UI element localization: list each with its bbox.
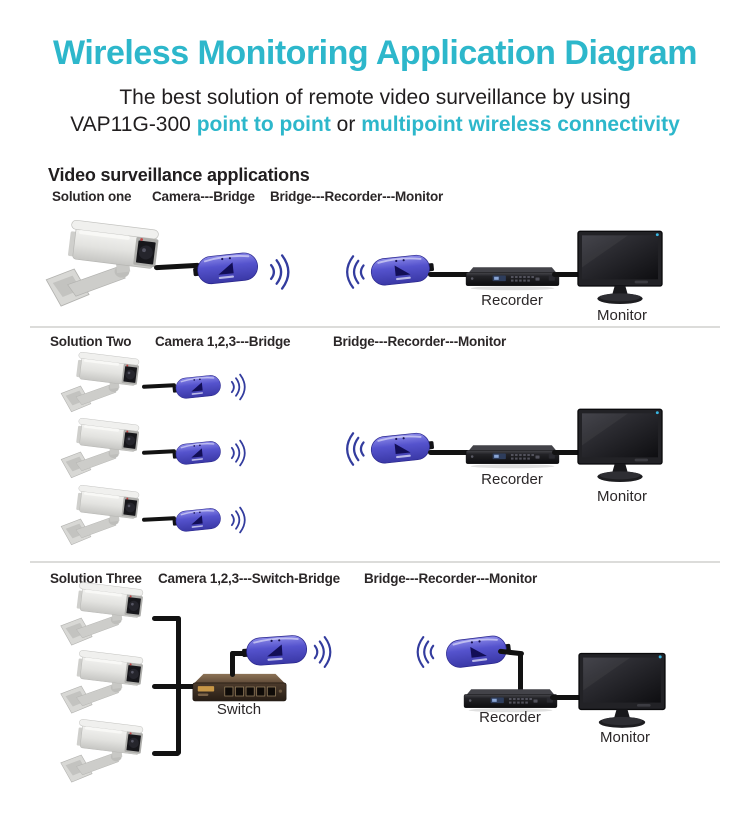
model-name: VAP11G-300	[70, 113, 191, 136]
monitor-label: Monitor	[596, 307, 648, 324]
divider-line	[30, 561, 720, 563]
wifi-waves-icon	[344, 430, 370, 468]
cable-line	[550, 695, 584, 700]
wireless-bridge-icon	[171, 371, 223, 402]
wifi-waves-icon	[226, 372, 248, 402]
monitor-label: Monitor	[599, 729, 651, 746]
cable-line	[552, 272, 586, 277]
cable-line	[176, 616, 181, 755]
subtitle-line1: The best solution of remote video survei…	[119, 86, 631, 109]
subtitle-line2: VAP11G-300 point to point or multipoint …	[0, 113, 750, 137]
cable-line	[518, 653, 523, 693]
solution-two-left-chain: Camera 1,2,3---Bridge	[155, 334, 291, 349]
highlight-point-to-point: point to point	[196, 113, 331, 136]
cable-line	[428, 450, 470, 455]
solution-one-label: Solution one	[52, 189, 132, 204]
wifi-waves-icon	[226, 438, 248, 468]
wifi-waves-icon	[414, 634, 440, 670]
solution-two-label: Solution Two	[50, 334, 132, 349]
solution-one-left-chain: Camera---Bridge	[152, 189, 255, 204]
recorder-label: Recorder	[481, 471, 543, 488]
cctv-camera-icon	[52, 648, 160, 724]
solution-one-right-chain: Bridge---Recorder---Monitor	[270, 189, 444, 204]
dvr-recorder-icon	[464, 439, 561, 470]
network-switch-icon	[190, 669, 289, 705]
solution-three-right-chain: Bridge---Recorder---Monitor	[364, 571, 538, 586]
wireless-bridge-icon	[367, 250, 436, 291]
recorder-label: Recorder	[481, 292, 543, 309]
solution-three-left-chain: Camera 1,2,3---Switch-Bridge	[158, 571, 340, 586]
page-title: Wireless Monitoring Application Diagram	[53, 34, 697, 72]
cctv-camera-icon	[54, 483, 154, 555]
cctv-camera-icon	[52, 717, 160, 793]
solution-two-right-chain: Bridge---Recorder---Monitor	[333, 334, 507, 349]
wireless-bridge-icon	[240, 631, 310, 671]
monitor-label: Monitor	[596, 488, 648, 505]
divider-line	[30, 326, 720, 328]
switch-label: Switch	[216, 701, 262, 718]
wifi-waves-icon	[308, 634, 334, 670]
cable-line	[152, 616, 180, 621]
wireless-bridge-icon	[367, 428, 436, 469]
cctv-camera-icon	[54, 416, 154, 488]
wireless-bridge-icon	[171, 437, 223, 468]
monitor-icon	[576, 230, 664, 306]
monitor-icon	[576, 408, 664, 484]
dvr-recorder-icon	[464, 261, 561, 292]
wireless-bridge-icon	[171, 504, 223, 535]
recorder-label: Recorder	[479, 709, 541, 726]
cable-line	[152, 751, 180, 756]
cable-line	[552, 450, 586, 455]
cable-line	[428, 272, 470, 277]
cable-line	[152, 684, 198, 689]
wifi-waves-icon	[264, 252, 292, 292]
subtitle-joiner: or	[336, 113, 356, 136]
cable-line	[230, 651, 246, 656]
highlight-multipoint: multipoint wireless connectivity	[361, 113, 680, 136]
cctv-camera-icon	[54, 350, 154, 422]
wifi-waves-icon	[226, 505, 248, 535]
cable-line	[230, 651, 235, 677]
cctv-camera-icon	[52, 580, 160, 656]
section-heading: Video surveillance applications	[48, 165, 310, 185]
solution-three-label: Solution Three	[50, 571, 142, 586]
wifi-waves-icon	[344, 253, 370, 291]
wireless-bridge-icon	[190, 248, 261, 290]
monitor-icon	[577, 652, 667, 730]
